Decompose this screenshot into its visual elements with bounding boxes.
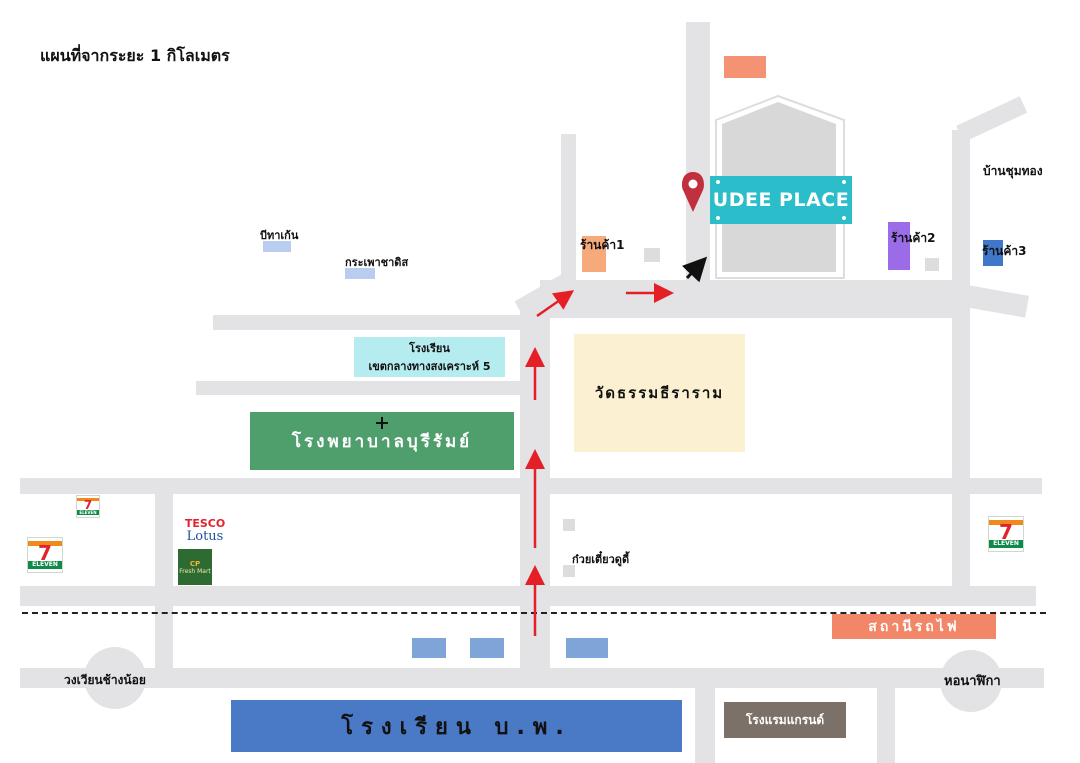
udee-place-label: UDEE PLACE <box>710 176 852 224</box>
ban-chumthong-label: บ้านชุมทอง <box>983 164 1043 178</box>
arrow-icon <box>525 256 708 636</box>
road-upper-left <box>213 315 533 330</box>
road-shop1-vertical <box>561 134 576 294</box>
road-school-row <box>196 381 528 395</box>
udee-dot-tl <box>716 180 720 184</box>
roundabout-right <box>940 650 1002 712</box>
shop2-building <box>888 222 910 270</box>
udee-dot-bl <box>716 216 720 220</box>
map-title: แผนที่จากระยะ 1 กิโลเมตร <box>40 46 230 65</box>
seven-eleven-logo-3: 7 ELEVEN <box>988 516 1024 552</box>
road-lower-vertical-2 <box>877 688 895 763</box>
road-middle-horizontal <box>20 478 1042 494</box>
shop3-label: ร้านค้า3 <box>982 244 1027 258</box>
road-upper-horizontal <box>540 280 960 304</box>
shop1-building <box>582 236 606 272</box>
tesco-text: TESCO <box>184 517 226 530</box>
noodle-small-building-2 <box>563 565 575 577</box>
road-temple-row <box>550 304 952 318</box>
hospital-label: โรงพยาบาลบุรีรัมย์ <box>291 431 473 452</box>
small-building-2 <box>925 258 939 271</box>
temple-box: วัดธรรมธีราราม <box>574 334 745 452</box>
seven-eleven-logo-2: 7 ELEVEN <box>27 537 63 573</box>
hotel-box: โรงแรมแกรนด์ <box>724 702 846 738</box>
school-bp-box: โรงเรียน บ.พ. <box>231 700 682 752</box>
fresh-mart-text: Fresh Mart <box>179 567 211 575</box>
udee-dot-br <box>842 216 846 220</box>
shop2-label: ร้านค้า2 <box>891 231 936 245</box>
train-station-box: สถานีรถไฟ <box>832 614 996 639</box>
lotus-text: Lotus <box>186 529 224 544</box>
road-lower-horizontal <box>20 586 1036 606</box>
cp-text: CP <box>189 559 201 568</box>
blue-building-3 <box>566 638 608 658</box>
udee-place-text: UDEE PLACE <box>712 189 850 211</box>
school-special-box: โรงเรียน เขตกลางทางสงเคราะห์ 5 <box>354 337 505 377</box>
top-building <box>724 56 766 78</box>
school-bp-label: โรงเรียน บ.พ. <box>341 714 572 740</box>
bee-takan-label: บีทาเก้น <box>260 229 299 242</box>
bee-takan-building <box>263 241 291 252</box>
kaprao-chadis-building <box>345 268 375 279</box>
road-left-vertical <box>155 493 173 668</box>
kaprao-chadis-label: กระเพาชาดิส <box>345 256 409 269</box>
udee-dot-tr <box>842 180 846 184</box>
road-bottom-horizontal <box>20 668 1044 688</box>
school-special-line2: เขตกลางทางสงเคราะห์ 5 <box>368 360 491 373</box>
road-lower-vertical-1 <box>695 688 715 763</box>
seven-eleven-logo-1: 7 ELEVEN <box>76 495 100 518</box>
small-building-1 <box>644 248 660 262</box>
noodle-shop-label: ก๋วยเตี๋ยวดูดี้ <box>572 553 630 566</box>
roundabout-right-label: หอนาฬิกา <box>944 674 1001 689</box>
blue-building-2 <box>470 638 504 658</box>
train-station-label: สถานีรถไฟ <box>868 618 960 635</box>
shop1-label-top: ร้านค้า1 <box>580 238 625 252</box>
roundabout-left-label: วงเวียนช้างน้อย <box>64 673 146 687</box>
shop3-building <box>983 240 1003 266</box>
cp-fresh-mart-logo: CP Fresh Mart <box>178 549 212 585</box>
roundabout-left <box>84 647 146 709</box>
hotel-label: โรงแรมแกรนด์ <box>745 712 825 727</box>
temple-label: วัดธรรมธีราราม <box>594 384 725 402</box>
blue-building-1 <box>412 638 446 658</box>
noodle-small-building-1 <box>563 519 575 531</box>
road-udee-north <box>686 22 710 280</box>
tesco-lotus-logo: TESCO Lotus <box>178 515 232 547</box>
school-special-line1: โรงเรียน <box>409 342 450 355</box>
plus-icon <box>376 417 388 429</box>
